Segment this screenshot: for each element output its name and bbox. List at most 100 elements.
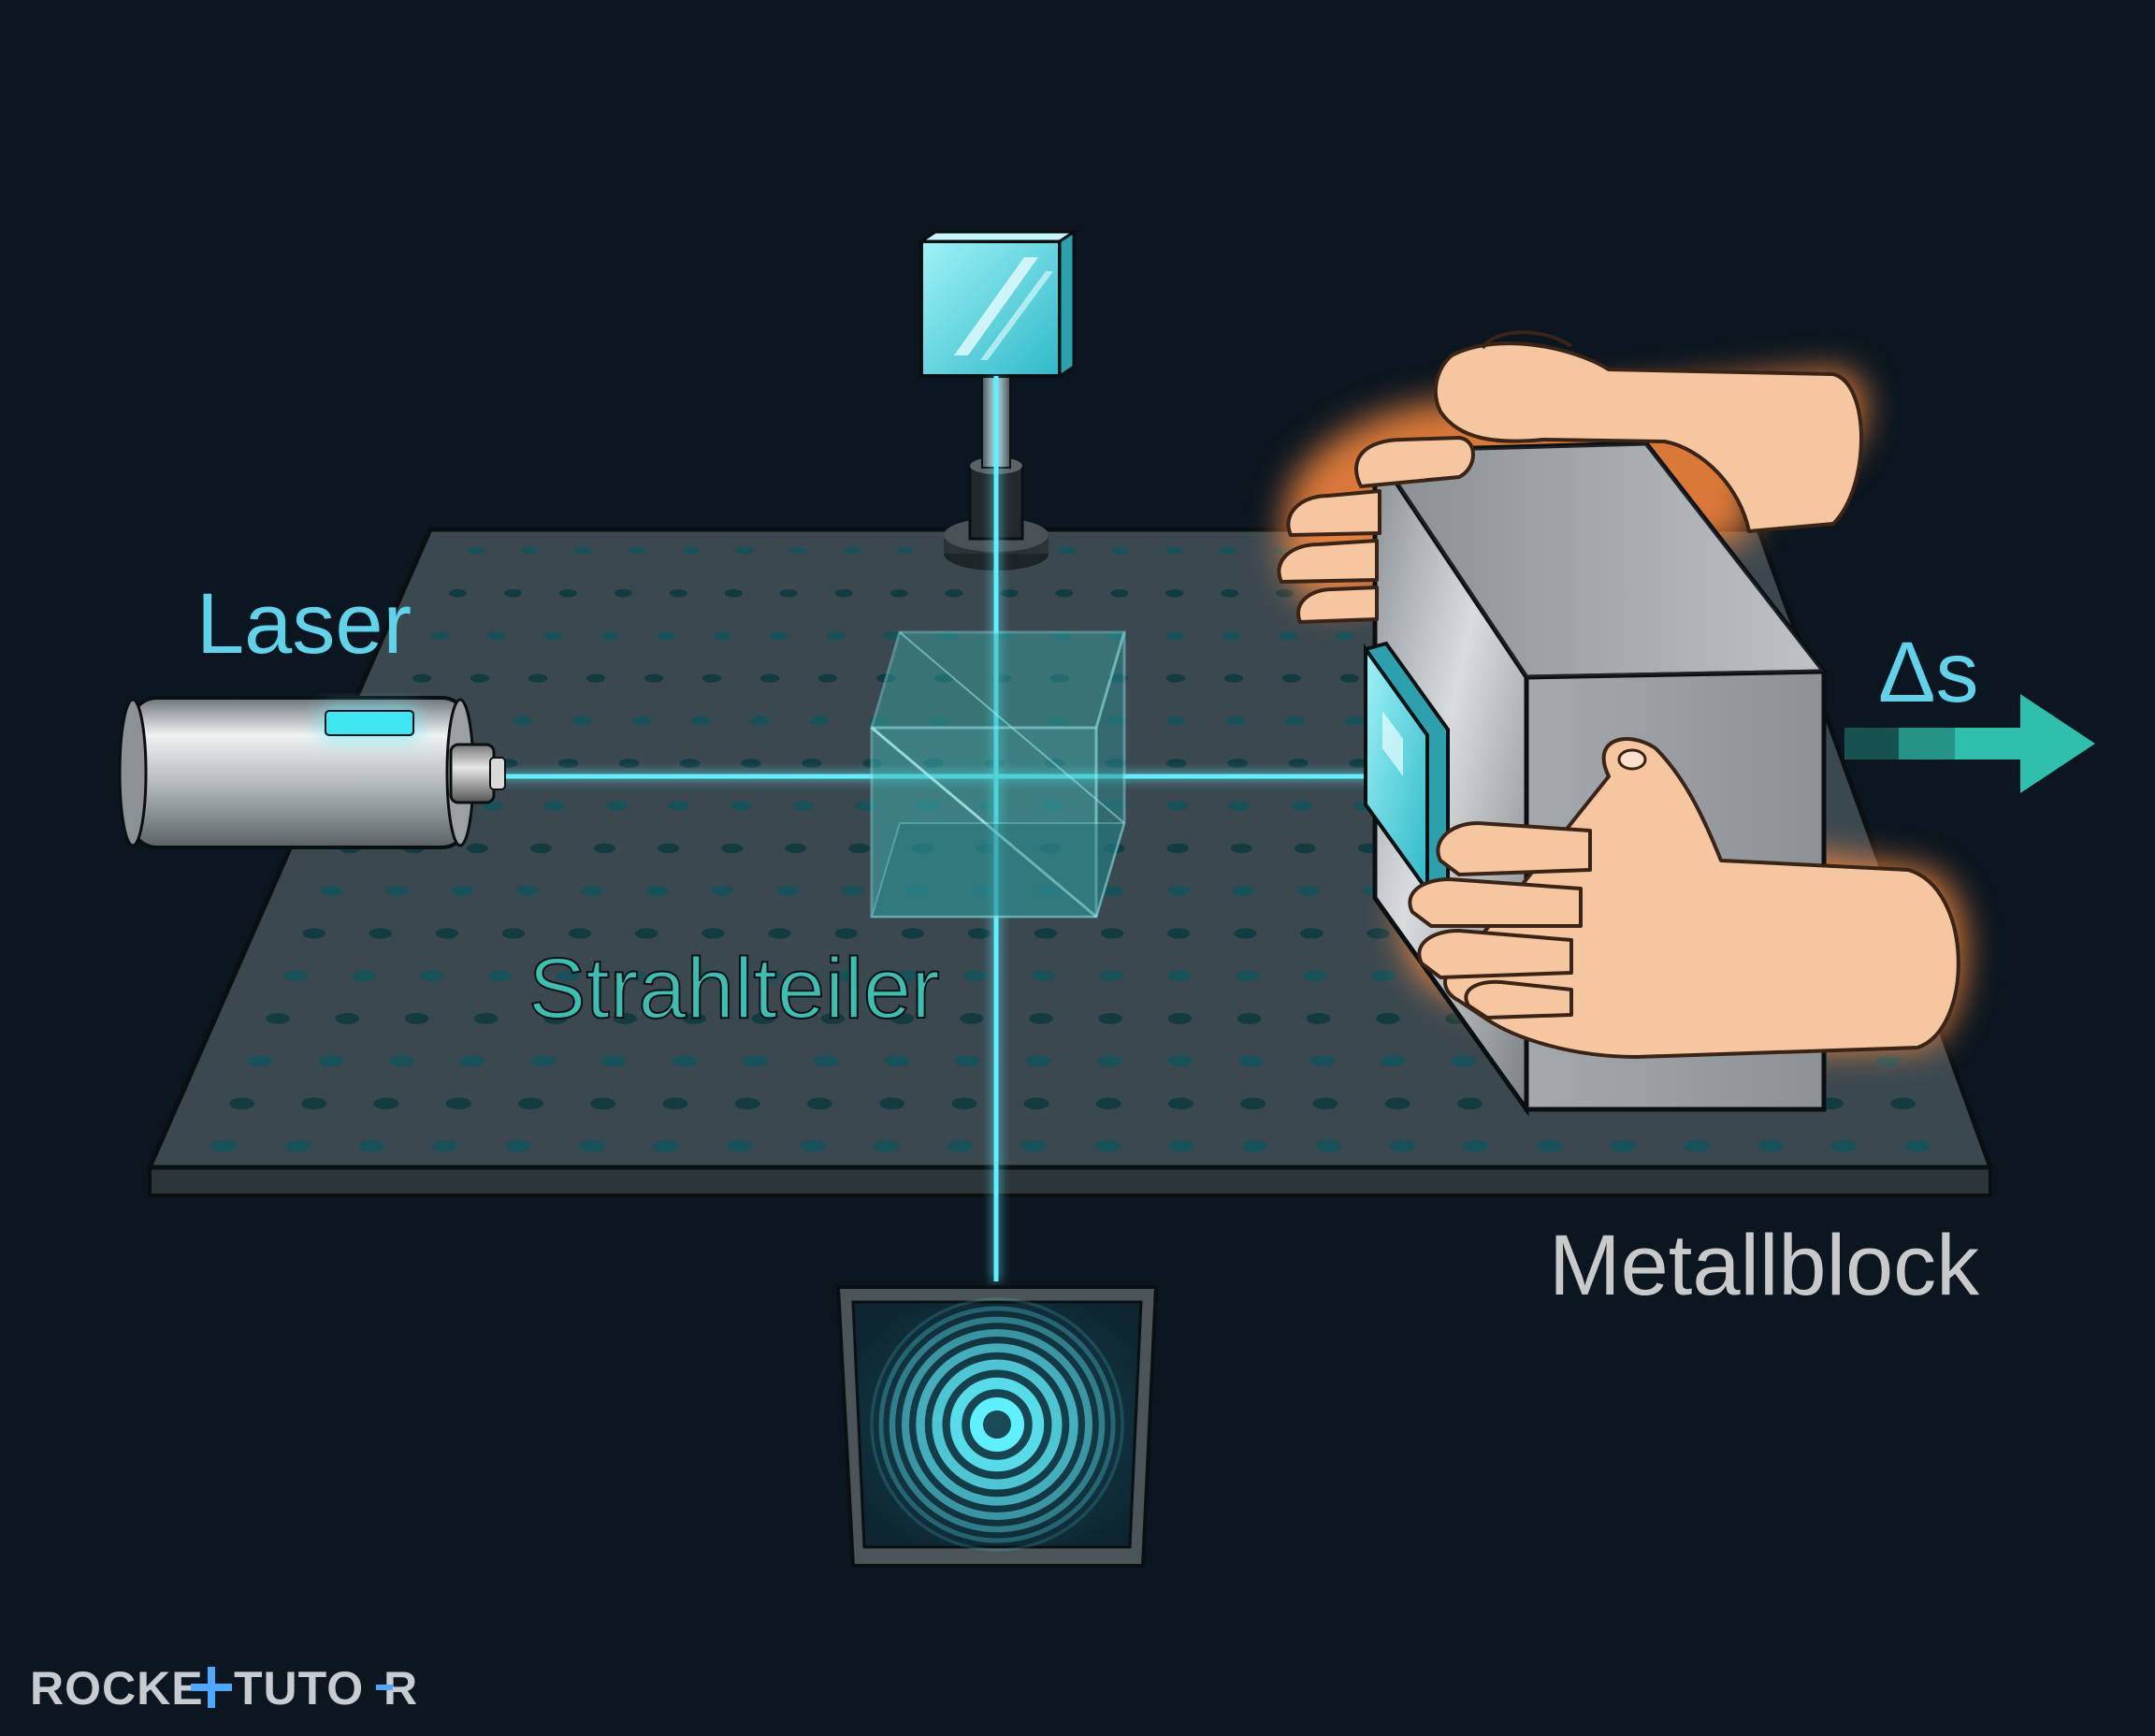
table-hole xyxy=(556,970,580,982)
table-hole xyxy=(358,1139,384,1152)
table-hole xyxy=(568,928,592,939)
table-hole xyxy=(593,843,615,854)
table-hole xyxy=(1032,970,1055,982)
table-hole xyxy=(1168,1139,1194,1152)
table-hole xyxy=(1167,928,1191,939)
table-hole xyxy=(210,1139,238,1152)
table-hole xyxy=(963,970,988,982)
table-hole xyxy=(1309,1055,1335,1067)
table-hole xyxy=(284,1139,311,1152)
table-hole xyxy=(1020,1139,1048,1152)
lower-hand xyxy=(1408,737,1960,1059)
table-hole xyxy=(1094,1139,1121,1152)
table-hole xyxy=(266,1013,290,1024)
table-hole xyxy=(1228,801,1251,811)
table-hole xyxy=(543,801,566,811)
table-hole xyxy=(644,673,664,683)
table-hole xyxy=(879,1097,905,1110)
table-hole xyxy=(817,673,838,683)
table-hole xyxy=(1223,673,1244,683)
table-hole xyxy=(449,588,467,598)
interference-ring xyxy=(970,1397,1024,1452)
table-hole xyxy=(590,1097,616,1110)
table-hole xyxy=(875,673,896,683)
table-hole xyxy=(635,928,658,939)
interference-rings xyxy=(870,1297,1124,1552)
table-hole xyxy=(1279,631,1298,641)
table-hole xyxy=(658,843,679,854)
logo-text-part2: TUTO xyxy=(234,1662,364,1714)
table-hole xyxy=(1097,1055,1122,1067)
table-hole xyxy=(247,1055,272,1067)
table-hole xyxy=(1098,1013,1122,1024)
table-hole xyxy=(1222,631,1241,641)
table-hole xyxy=(901,928,924,939)
metal-block-label: Metallblock xyxy=(1549,1218,1980,1313)
table-hole xyxy=(672,1055,698,1067)
table-hole xyxy=(558,588,577,598)
table-hole xyxy=(543,631,562,641)
table-hole xyxy=(884,1055,910,1067)
table-hole xyxy=(1058,546,1076,555)
table-hole xyxy=(960,1013,984,1024)
interference-ring xyxy=(870,1297,1124,1552)
table-hole xyxy=(1288,759,1309,768)
table-hole xyxy=(1684,1139,1710,1152)
table-hole xyxy=(1166,759,1187,768)
interference-ring xyxy=(932,1359,1063,1490)
table-hole xyxy=(466,843,488,854)
laser-label: Laser xyxy=(196,576,412,672)
table-hole xyxy=(1281,673,1302,683)
table-hole xyxy=(785,843,807,854)
logo-text-part1: ROCKE xyxy=(30,1662,204,1714)
table-hole xyxy=(528,673,548,683)
table-hole xyxy=(814,1055,839,1067)
interference-ring xyxy=(916,1343,1078,1506)
table-hole xyxy=(759,970,784,982)
table-hole xyxy=(653,1139,679,1152)
interference-ring xyxy=(889,1316,1106,1533)
table-hole xyxy=(1294,843,1316,854)
table-hole xyxy=(1389,1139,1415,1152)
table-hole xyxy=(874,1139,900,1152)
table-hole xyxy=(1230,843,1252,854)
table-hole xyxy=(1339,673,1360,683)
table-hole xyxy=(939,631,959,641)
table-hole xyxy=(730,801,752,811)
table-hole xyxy=(682,546,700,555)
table-hole xyxy=(1380,1055,1406,1067)
table-hole xyxy=(518,1097,543,1110)
table-hole xyxy=(335,1013,360,1024)
table-hole xyxy=(321,886,343,896)
table-hole xyxy=(1610,1139,1637,1152)
table-hole xyxy=(945,588,963,598)
table-hole xyxy=(606,801,628,811)
table-hole xyxy=(1312,1097,1338,1110)
table-hole xyxy=(1166,843,1189,854)
table-hole xyxy=(779,588,798,598)
table-hole xyxy=(741,759,761,768)
table-hole xyxy=(721,843,743,854)
table-hole xyxy=(385,886,409,896)
table-hole xyxy=(869,716,889,726)
table-hole xyxy=(750,716,771,726)
table-hole xyxy=(735,546,754,555)
table-hole xyxy=(1165,546,1183,555)
table-hole xyxy=(701,928,725,939)
table-hole xyxy=(1306,1013,1331,1024)
table-hole xyxy=(1049,673,1070,683)
table-hole xyxy=(1055,588,1074,598)
table-hole xyxy=(889,1013,915,1024)
table-hole xyxy=(1371,970,1396,982)
table-hole xyxy=(1165,631,1185,641)
table-hole xyxy=(430,631,450,641)
table-hole xyxy=(473,1013,499,1024)
table-hole xyxy=(770,631,788,641)
table-hole xyxy=(412,673,432,683)
table-hole xyxy=(806,1097,832,1110)
interference-ring xyxy=(949,1377,1045,1472)
table-hole xyxy=(404,1013,429,1024)
table-hole xyxy=(726,1139,753,1152)
logo-plus-icon xyxy=(191,1667,232,1708)
